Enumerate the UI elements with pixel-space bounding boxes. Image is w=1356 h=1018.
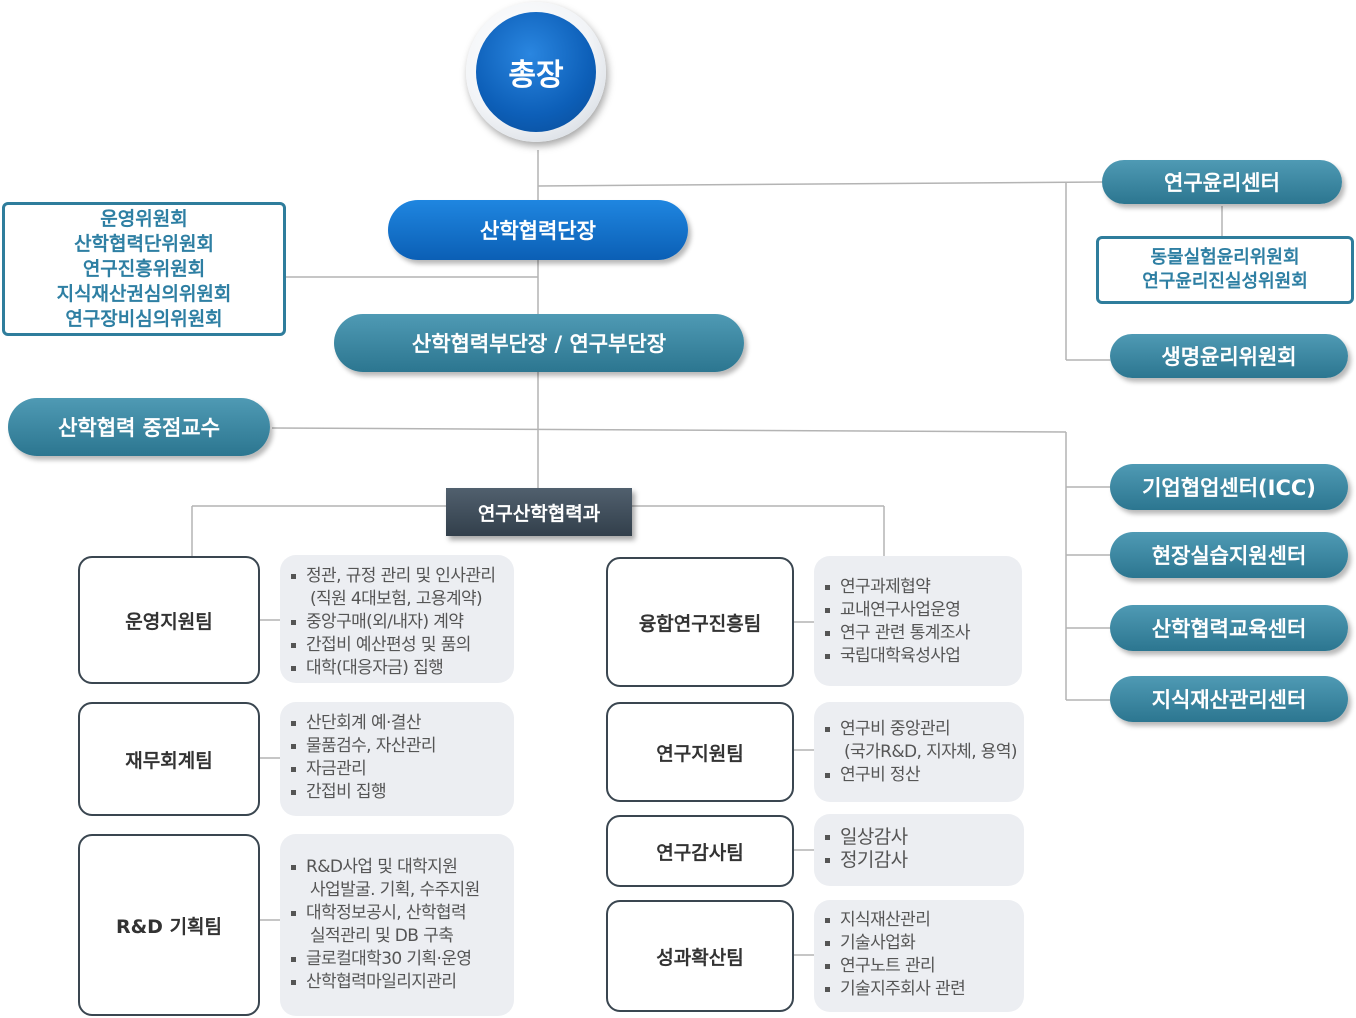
duty-item-continued: 실적관리 및 DB 구축 xyxy=(310,926,454,946)
duty-item: 대학(대응자금) 집행 xyxy=(291,657,514,680)
duty-item: 중앙구매(외/내자) 계약 xyxy=(291,611,514,634)
center-label: 기업협업센터(ICC) xyxy=(1142,476,1316,500)
department-node: 연구산학협력과 xyxy=(446,488,632,536)
team-label: R&D 기획팀 xyxy=(115,915,223,938)
team-label: 연구감사팀 xyxy=(656,841,744,864)
team-research-audit-duties: 일상감사 정기감사 xyxy=(814,814,1024,886)
team-finance-duties: 산단회계 예·결산 물품검수, 자산관리 자금관리 간접비 집행 xyxy=(280,702,514,816)
duty-item: 산단회계 예·결산 xyxy=(291,712,514,735)
professor-label: 산학협력 중점교수 xyxy=(58,416,220,440)
duty-item: 물품검수, 자산관리 xyxy=(291,735,514,758)
ethics-committees-box: 동물실험윤리위원회 연구윤리진실성위원회 xyxy=(1096,236,1354,304)
team-finance: 재무회계팀 xyxy=(78,702,260,816)
center-label: 지식재산관리센터 xyxy=(1151,688,1307,712)
duty-item: 연구비 정산 xyxy=(825,764,1024,787)
duty-item: 간접비 예산편성 및 품의 xyxy=(291,634,514,657)
duty-item: 교내연구사업운영 xyxy=(825,599,1022,622)
team-convergence-research: 융합연구진흥팀 xyxy=(606,557,794,687)
center-label: 산학협력교육센터 xyxy=(1151,617,1307,641)
team-label: 연구지원팀 xyxy=(656,742,744,765)
duty-item: 일상감사 xyxy=(825,826,1024,849)
team-research-support: 연구지원팀 xyxy=(606,702,794,802)
team-operations-duties: 정관, 규정 관리 및 인사관리(직원 4대보험, 고용계약) 중앙구매(외/내… xyxy=(280,555,514,683)
team-label: 융합연구진흥팀 xyxy=(638,612,762,635)
center-node-fieldwork: 현장실습지원센터 xyxy=(1110,532,1348,578)
duty-item: 연구비 중앙관리(국가R&D, 지자체, 용역) xyxy=(825,718,1024,764)
duty-item: 자금관리 xyxy=(291,758,514,781)
duty-item: 산학협력마일리지관리 xyxy=(291,971,514,994)
bioethics-node: 생명윤리위원회 xyxy=(1110,334,1348,378)
team-research-audit: 연구감사팀 xyxy=(606,815,794,887)
president-node: 총장 xyxy=(476,12,596,132)
committee-item: 지식재산권심의위원회 xyxy=(56,282,232,305)
center-node-ip: 지식재산관리센터 xyxy=(1110,676,1348,722)
center-label: 현장실습지원센터 xyxy=(1151,544,1307,568)
duty-item: 연구 관련 통계조사 xyxy=(825,622,1022,645)
president-label: 총장 xyxy=(508,58,564,93)
committee-item: 연구장비심의위원회 xyxy=(65,307,223,330)
ethics-committee-item: 동물실험윤리위원회 xyxy=(1150,247,1300,268)
duty-item-continued: (직원 4대보험, 고용계약) xyxy=(310,589,483,609)
committee-item: 운영위원회 xyxy=(100,207,188,230)
center-node-education: 산학협력교육센터 xyxy=(1110,605,1348,651)
department-label: 연구산학협력과 xyxy=(477,502,601,525)
center-node-icc: 기업협업센터(ICC) xyxy=(1110,464,1348,510)
duty-item: 연구노트 관리 xyxy=(825,955,1024,978)
duty-item: 연구과제협약 xyxy=(825,576,1022,599)
team-label: 성과확산팀 xyxy=(656,946,744,969)
team-rnd-planning: R&D 기획팀 xyxy=(78,834,260,1016)
duty-item: 기술사업화 xyxy=(825,932,1024,955)
team-outcome-diffusion-duties: 지식재산관리 기술사업화 연구노트 관리 기술지주회사 관련 xyxy=(814,900,1024,1012)
team-convergence-research-duties: 연구과제협약 교내연구사업운영 연구 관련 통계조사 국립대학육성사업 xyxy=(814,556,1022,686)
duty-item: 정관, 규정 관리 및 인사관리(직원 4대보험, 고용계약) xyxy=(291,565,514,611)
head-label: 산학협력단장 xyxy=(480,219,596,243)
ethics-center-label: 연구윤리센터 xyxy=(1164,171,1280,195)
duty-item: 기술지주회사 관련 xyxy=(825,978,1024,1001)
duty-item: 글로컬대학30 기획·운영 xyxy=(291,948,514,971)
bioethics-label: 생명윤리위원회 xyxy=(1161,345,1297,369)
professor-node: 산학협력 중점교수 xyxy=(8,398,270,456)
committee-item: 산학협력단위원회 xyxy=(74,232,214,255)
duty-item: 간접비 집행 xyxy=(291,781,514,804)
committees-box: 운영위원회 산학협력단위원회 연구진흥위원회 지식재산권심의위원회 연구장비심의… xyxy=(2,202,286,336)
team-operations: 운영지원팀 xyxy=(78,556,260,684)
duty-item: 지식재산관리 xyxy=(825,909,1024,932)
ethics-center-node: 연구윤리센터 xyxy=(1102,160,1342,204)
duty-item-continued: 사업발굴. 기획, 수주지원 xyxy=(310,880,480,900)
team-outcome-diffusion: 성과확산팀 xyxy=(606,900,794,1012)
ethics-committee-item: 연구윤리진실성위원회 xyxy=(1142,271,1308,292)
team-research-support-duties: 연구비 중앙관리(국가R&D, 지자체, 용역) 연구비 정산 xyxy=(814,702,1024,802)
duty-item: 정기감사 xyxy=(825,849,1024,872)
duty-item: 국립대학육성사업 xyxy=(825,645,1022,668)
duty-item-continued: (국가R&D, 지자체, 용역) xyxy=(844,742,1018,762)
team-label: 재무회계팀 xyxy=(125,749,213,772)
committee-item: 연구진흥위원회 xyxy=(82,257,206,280)
team-label: 운영지원팀 xyxy=(125,610,213,633)
deputy-node: 산학협력부단장 / 연구부단장 xyxy=(334,314,744,372)
deputy-label: 산학협력부단장 / 연구부단장 xyxy=(411,332,667,356)
head-node: 산학협력단장 xyxy=(388,200,688,260)
